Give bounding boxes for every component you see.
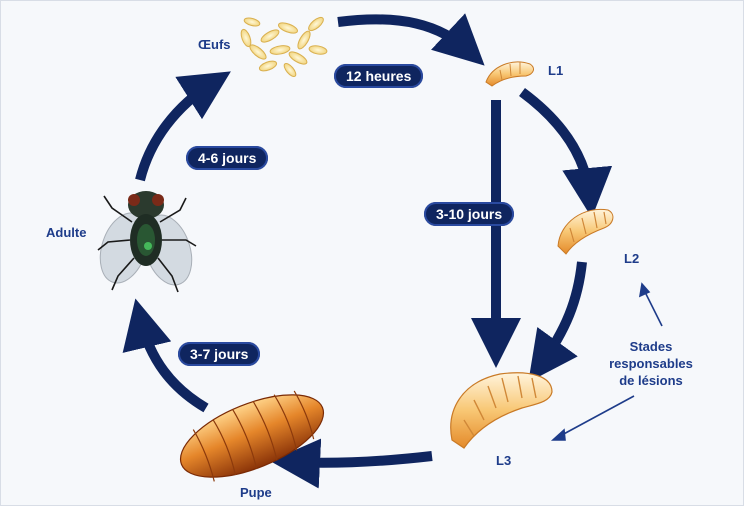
duration-pupa-to-adult: 3-7 jours	[178, 342, 260, 366]
pointer-to-l2	[644, 290, 662, 326]
duration-eggs-to-l1: 12 heures	[334, 64, 423, 88]
duration-adult-to-eggs: 4-6 jours	[186, 146, 268, 170]
arrow-l3-to-pupa	[290, 456, 432, 463]
duration-l1-to-l3: 3-10 jours	[424, 202, 514, 226]
adult-fly-image	[92, 191, 200, 292]
stage-label-eggs: Œufs	[198, 38, 231, 51]
stage-label-l1: L1	[548, 64, 563, 77]
stage-label-l2: L2	[624, 252, 639, 265]
stage-label-pupa: Pupe	[240, 486, 272, 499]
arrow-eggs-to-l1	[338, 19, 470, 52]
stage-label-l3: L3	[496, 454, 511, 467]
larva-l1-image	[486, 62, 533, 86]
annotation-line-3: de lésions	[596, 372, 706, 389]
larva-l3-image	[451, 373, 552, 448]
arrow-l2-to-l3	[540, 262, 582, 366]
stage-label-adult: Adulte	[46, 226, 86, 239]
arrow-l1-to-l2	[522, 92, 590, 198]
annotation-line-2: responsables	[596, 355, 706, 372]
lesion-stages-annotation: Stades responsables de lésions	[596, 338, 706, 389]
pointer-to-l3	[560, 396, 634, 436]
larva-l2-image	[558, 209, 613, 254]
annotation-line-1: Stades	[596, 338, 706, 355]
eggs-image	[239, 15, 327, 78]
